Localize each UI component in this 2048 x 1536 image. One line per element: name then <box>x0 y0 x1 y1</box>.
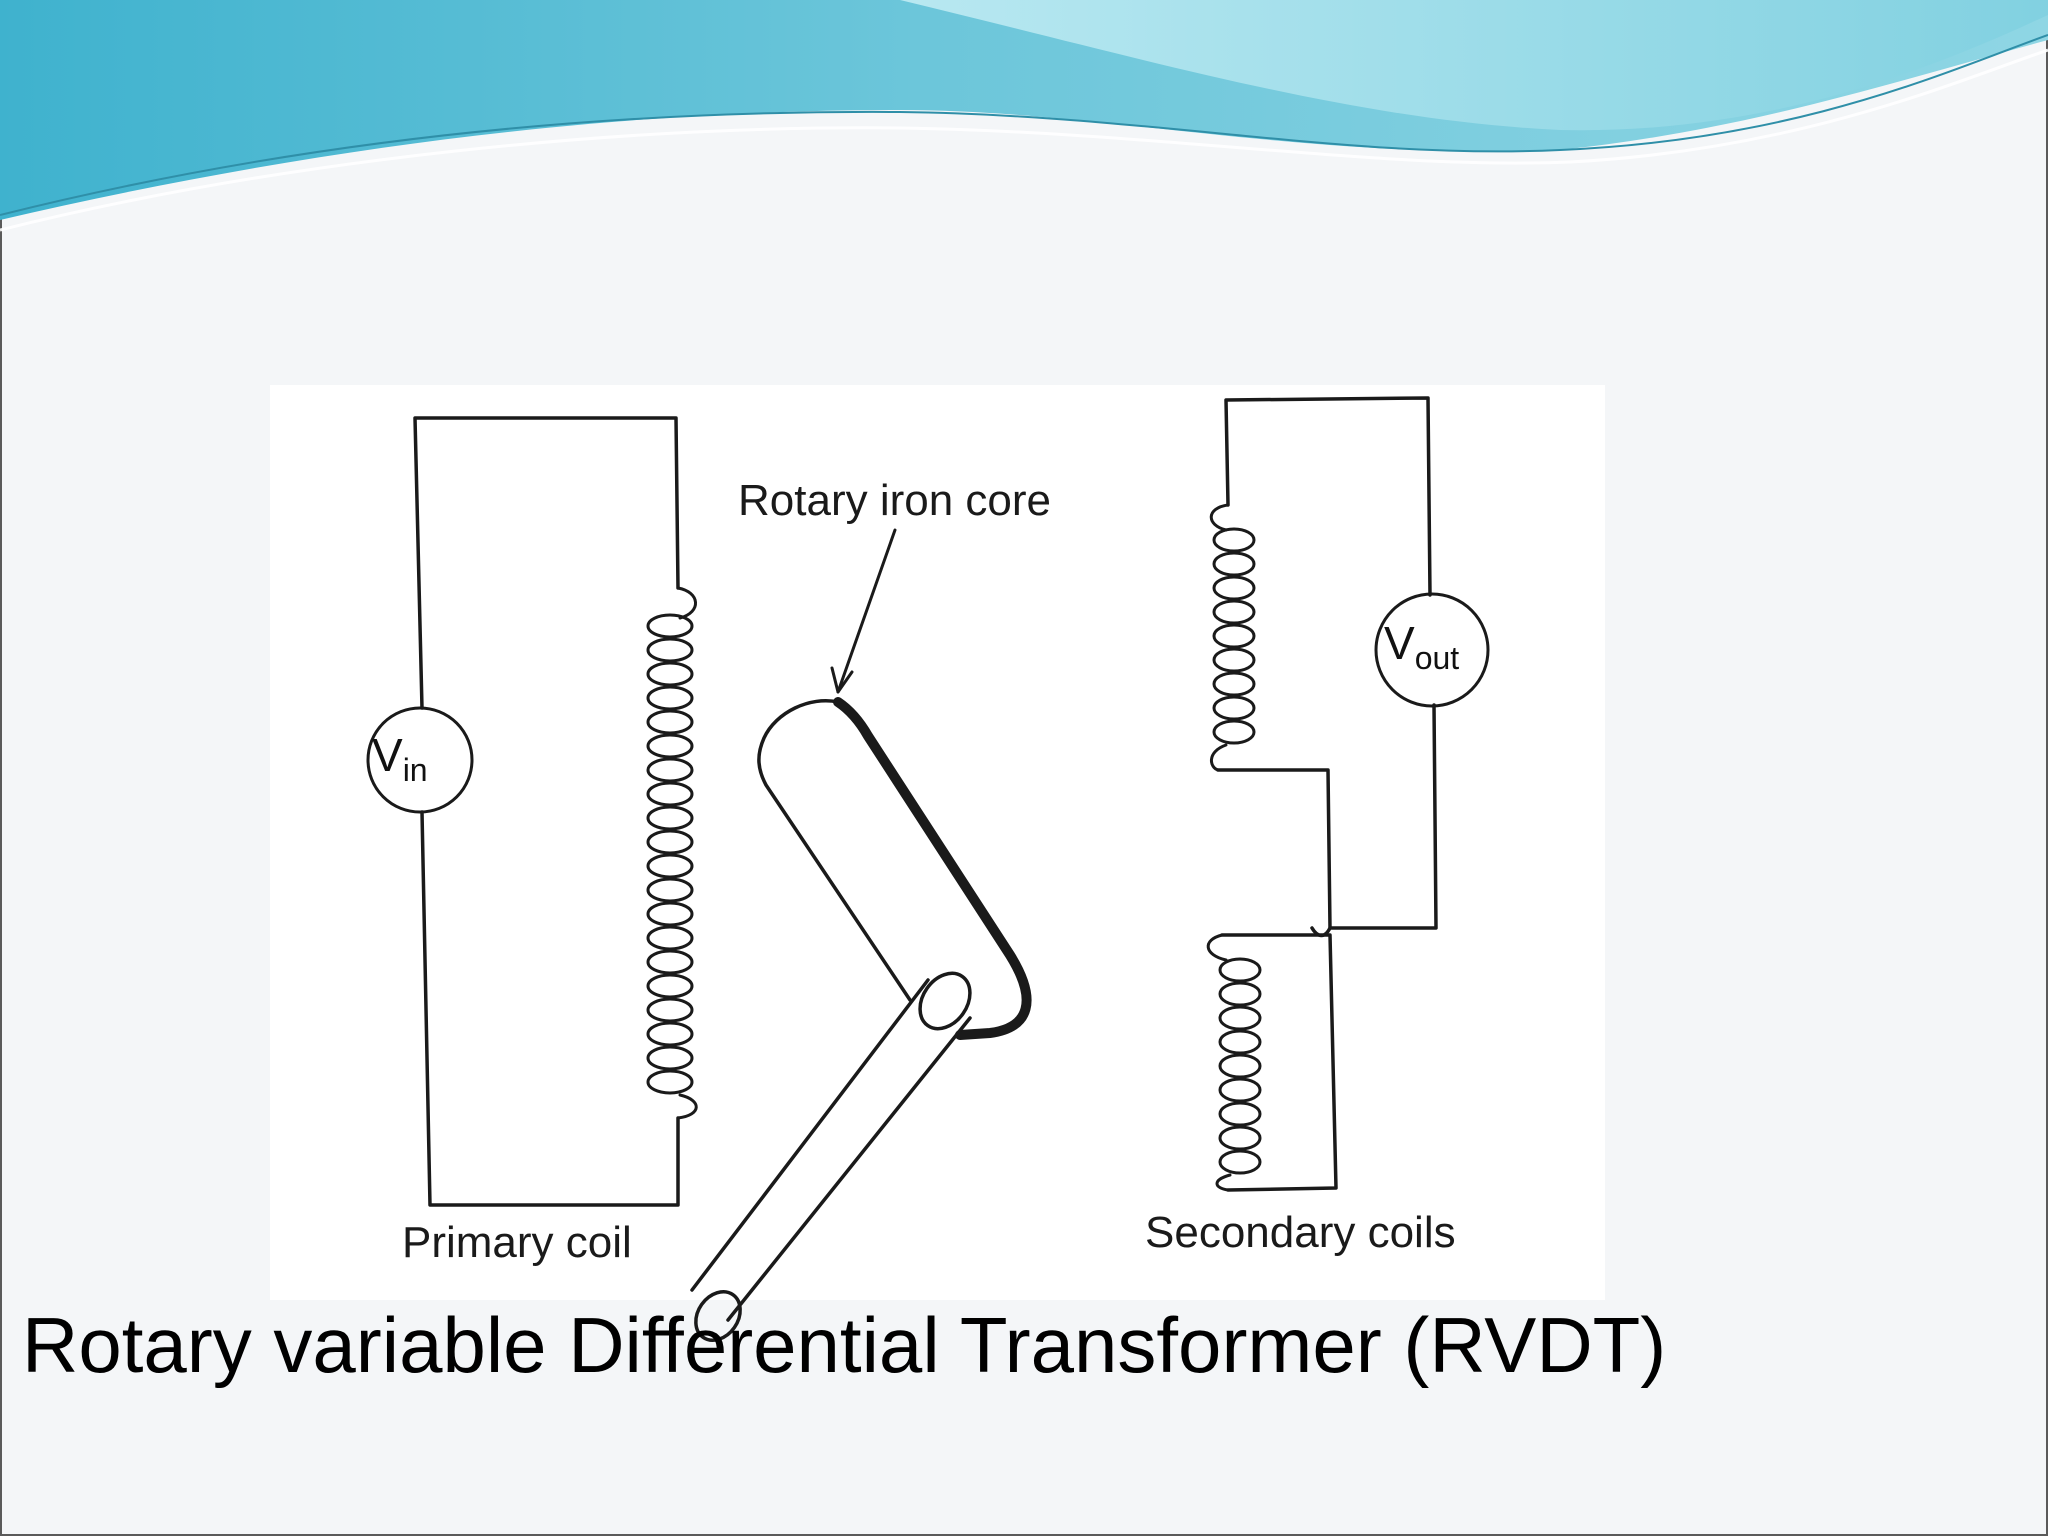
wave-header <box>0 0 2048 232</box>
core-pointer-arrow <box>830 528 897 694</box>
vin-meter-circle <box>366 706 474 814</box>
secondary-coils-label: Secondary coils <box>1145 1208 1456 1257</box>
slide-caption: Rotary variable Differential Transformer… <box>22 1301 1667 1389</box>
vin-main: V <box>372 729 403 781</box>
rotary-iron-core <box>690 697 1032 1342</box>
rotary-core-label: Rotary iron core <box>738 476 1052 525</box>
vout-meter-circle <box>1374 592 1490 708</box>
secondary-circuit-wires <box>1216 396 1438 1192</box>
secondary-coil-bottom-icon <box>1206 933 1262 1192</box>
vout-main: V <box>1384 617 1415 669</box>
primary-circuit-wires <box>413 416 680 1207</box>
primary-coil-label: Primary coil <box>402 1218 632 1267</box>
vout-label: Vout <box>1384 616 1459 677</box>
secondary-coil-top-icon <box>1209 503 1256 772</box>
vin-sub: in <box>402 752 428 788</box>
primary-coil-icon <box>646 586 698 1120</box>
vin-label: Vin <box>372 728 428 789</box>
vout-sub: out <box>1414 640 1460 676</box>
